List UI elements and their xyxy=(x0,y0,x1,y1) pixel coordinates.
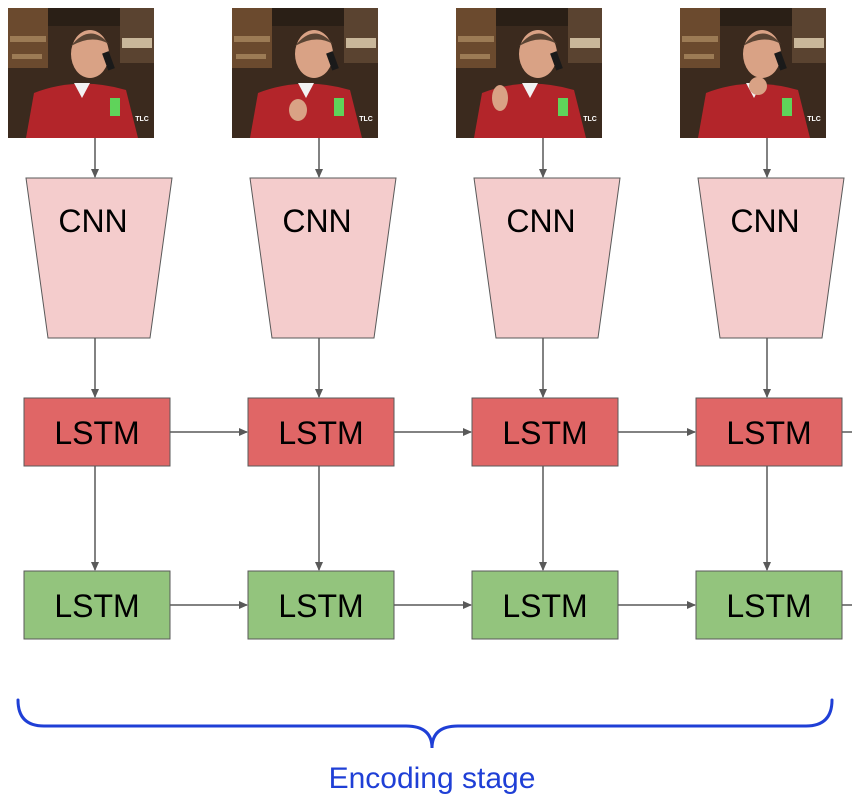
lstm-top-box xyxy=(23,397,171,467)
phone-icon xyxy=(102,51,115,71)
badge xyxy=(110,98,120,116)
video-frame-4: TLC xyxy=(680,8,826,138)
person-shirt xyxy=(26,83,138,138)
lstm-bottom-label: LSTM xyxy=(726,588,811,624)
phone-icon xyxy=(550,51,563,71)
lstm-top-2: LSTM xyxy=(247,397,395,467)
tlc-logo: TLC xyxy=(807,116,821,123)
video-frame-3: TLC xyxy=(456,8,602,138)
cnn-block-4: CNN xyxy=(697,177,845,339)
badge xyxy=(334,98,344,116)
video-frame-1: TLC xyxy=(8,8,154,138)
tlc-logo: TLC xyxy=(583,116,597,123)
lstm-bottom-label: LSTM xyxy=(502,588,587,624)
lstm-bottom-box xyxy=(695,570,843,640)
lstm-bottom-2: LSTM xyxy=(247,570,395,640)
lstm-top-4: LSTM xyxy=(695,397,843,467)
hand xyxy=(749,77,767,95)
cnn-label: CNN xyxy=(282,203,351,239)
lstm-bottom-box xyxy=(23,570,171,640)
lstm-top-1: LSTM xyxy=(23,397,171,467)
lstm-bottom-box xyxy=(471,570,619,640)
cnn-block-1: CNN xyxy=(25,177,173,339)
tlc-logo: TLC xyxy=(359,116,373,123)
lstm-top-box xyxy=(471,397,619,467)
cnn-label: CNN xyxy=(58,203,127,239)
person-shirt xyxy=(698,83,810,138)
lstm-bottom-box xyxy=(247,570,395,640)
badge xyxy=(558,98,568,116)
cnn-shape xyxy=(25,177,173,339)
lstm-top-box xyxy=(695,397,843,467)
tlc-logo: TLC xyxy=(135,116,149,123)
cnn-label: CNN xyxy=(730,203,799,239)
hand xyxy=(492,85,508,111)
lstm-bottom-label: LSTM xyxy=(54,588,139,624)
person-head xyxy=(295,30,333,78)
lstm-top-label: LSTM xyxy=(278,415,363,451)
cnn-block-3: CNN xyxy=(473,177,621,339)
cnn-shape xyxy=(249,177,397,339)
badge xyxy=(782,98,792,116)
person-head xyxy=(519,30,557,78)
lstm-top-label: LSTM xyxy=(54,415,139,451)
encoding-stage-label: Encoding stage xyxy=(329,762,536,795)
lstm-top-label: LSTM xyxy=(502,415,587,451)
lstm-top-3: LSTM xyxy=(471,397,619,467)
hand xyxy=(289,99,307,121)
lstm-bottom-4: LSTM xyxy=(695,570,843,640)
lstm-top-box xyxy=(247,397,395,467)
person-head xyxy=(743,30,781,78)
lstm-top-label: LSTM xyxy=(726,415,811,451)
person-head xyxy=(71,30,109,78)
brace-path xyxy=(16,698,834,749)
lstm-bottom-1: LSTM xyxy=(23,570,171,640)
lstm-bottom-3: LSTM xyxy=(471,570,619,640)
encoding-stage-brace: Encoding stage xyxy=(16,698,834,795)
video-frame-2: TLC xyxy=(232,8,378,138)
cnn-shape xyxy=(697,177,845,339)
cnn-shape xyxy=(473,177,621,339)
phone-icon xyxy=(774,51,787,71)
cnn-label: CNN xyxy=(506,203,575,239)
cnn-block-2: CNN xyxy=(249,177,397,339)
phone-icon xyxy=(326,51,339,71)
lstm-bottom-label: LSTM xyxy=(278,588,363,624)
